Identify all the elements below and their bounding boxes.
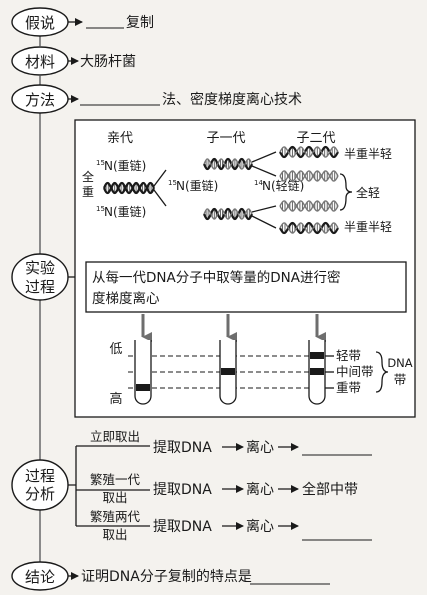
dna-helices	[103, 145, 339, 235]
conclusion-text: 证明DNA分子复制的特点是	[81, 568, 252, 585]
helix-f2-1	[279, 145, 339, 159]
connector-parent-f1-bottom	[153, 189, 167, 207]
tube-f2-light-band	[310, 352, 324, 359]
hypothesis-label: 假说	[25, 14, 55, 32]
f1-left-isotope: 15	[168, 179, 177, 187]
parent-heavy-line2: 重	[82, 185, 94, 199]
helix-parent-strand-b	[103, 181, 155, 195]
helix-parent	[103, 181, 155, 195]
analysis-bracket	[68, 445, 150, 527]
band-light-label: 轻带	[336, 348, 361, 363]
helix-f2-3-strand-b	[279, 200, 339, 212]
procedure-line1: 从每一代DNA分子中取等量的DNA进行密	[92, 269, 340, 286]
helix-f2-4-strand-b	[279, 222, 339, 234]
helix-f1-top-strand-b	[203, 158, 253, 170]
parent-bottom-strand: N(重链)	[104, 204, 146, 219]
helix-f2-2-strand-b	[279, 170, 339, 182]
analysis-row2-condition-line2: 取出	[102, 490, 127, 505]
experiment-label-line1: 实验	[25, 259, 55, 277]
helix-f1-bottom-strand-b	[203, 208, 253, 220]
procedure-line2: 度梯度离心	[92, 290, 160, 307]
f2-top-label: 半重半轻	[344, 147, 392, 161]
analysis-row2-condition-line1: 繁殖一代	[90, 472, 141, 487]
parent-top-strand: N(重链)	[104, 158, 146, 173]
analysis-row3-centrifuge: 离心	[246, 518, 274, 535]
step-experiment: 实验 过程	[11, 253, 69, 301]
helix-f2-4-strand-a	[279, 221, 339, 235]
helix-f2-2	[279, 170, 339, 182]
analysis-row3-extract: 提取DNA	[153, 519, 212, 535]
analysis-row3-condition-line1: 繁殖两代	[90, 509, 141, 524]
helix-f1-bottom-strand-a	[203, 207, 253, 221]
helix-f1-bottom	[203, 207, 253, 221]
density-high: 高	[109, 391, 122, 407]
connector-f1-f2-c	[251, 205, 277, 213]
analysis-row2-centrifuge: 离心	[246, 481, 274, 498]
band-group-line2: 带	[394, 372, 407, 387]
analysis-row3-condition-line2: 取出	[102, 527, 127, 542]
analysis-row1-extract: 提取DNA	[153, 440, 212, 456]
parent-bottom-isotope: 15	[96, 205, 105, 213]
generation-f2: 子二代	[296, 131, 335, 146]
generation-f1: 子一代	[206, 131, 245, 146]
helix-f2-2-strand-a	[279, 170, 339, 182]
analysis-row2-result: 全部中带	[302, 481, 358, 498]
hypothesis-text: 复制	[126, 14, 154, 31]
method-text: 法、密度梯度离心技术	[162, 91, 302, 108]
helix-f2-1-strand-b	[279, 146, 339, 158]
material-label: 材料	[25, 53, 55, 71]
band-heavy-label: 重带	[336, 380, 361, 395]
analysis-row1-centrifuge: 离心	[246, 439, 274, 456]
analysis-row1-condition: 立即取出	[90, 429, 140, 444]
tube-f2-middle-band	[310, 368, 324, 375]
f2-bottom-label: 半重半轻	[344, 220, 392, 234]
f1-right-isotope: 14	[254, 179, 263, 187]
parent-top-isotope: 15	[96, 159, 105, 167]
method-label: 方法	[25, 91, 55, 109]
material-text: 大肠杆菌	[80, 54, 136, 70]
connector-f1-f2-a	[251, 151, 277, 163]
helix-parent-strand-a	[103, 181, 155, 195]
parent-heavy-line1: 全	[82, 169, 94, 184]
helix-f1-top	[203, 157, 253, 171]
helix-f1-top-strand-a	[203, 157, 253, 171]
f2-light-brace	[339, 173, 353, 211]
connector-parent-f1-top	[153, 169, 167, 187]
helix-f2-4	[279, 221, 339, 235]
f1-left-strand: N(重链)	[176, 178, 218, 193]
experiment-oval	[11, 253, 69, 301]
band-group-brace	[375, 351, 389, 393]
helix-f2-1-strand-a	[279, 145, 339, 159]
analysis-label-line2: 分析	[25, 485, 55, 503]
step-conclusion: 结论 证明DNA分子复制的特点是	[11, 561, 330, 591]
conclusion-label: 结论	[25, 568, 55, 586]
helix-f2-3	[279, 200, 339, 212]
step-hypothesis: 假说 复制	[11, 7, 154, 37]
experiment-label-line2: 过程	[25, 278, 55, 296]
generation-parent: 亲代	[107, 131, 133, 146]
step-material: 材料 大肠杆菌	[11, 46, 136, 76]
analysis-row2-extract: 提取DNA	[153, 482, 212, 498]
step-method: 方法 法、密度梯度离心技术	[11, 84, 302, 114]
f2-middle-label: 全轻	[356, 185, 380, 200]
band-middle-label: 中间带	[336, 364, 374, 379]
band-group-line1: DNA	[387, 356, 412, 370]
experiment-panel: 亲代 子一代 子二代 全 重 15 N(重链) 15 N(重链) 15 N(重链…	[68, 119, 416, 418]
tube-parent-heavy-band	[136, 384, 150, 391]
analysis-label-line1: 过程	[25, 467, 55, 485]
tube-parent	[134, 340, 152, 405]
connector-f1-f2-d	[251, 215, 277, 229]
connector-f1-f2-b	[251, 165, 277, 177]
helix-f2-3-strand-a	[279, 200, 339, 212]
density-low: 低	[109, 342, 122, 357]
f1-right-strand: N(轻链)	[262, 178, 304, 193]
procedure-box	[85, 261, 407, 313]
step-analysis: 过程 分析 立即取出 提取DNA 离心 繁殖一代 取出 提取DNA 离心 全部中…	[11, 429, 372, 542]
tube-f1-middle-band	[221, 368, 235, 375]
